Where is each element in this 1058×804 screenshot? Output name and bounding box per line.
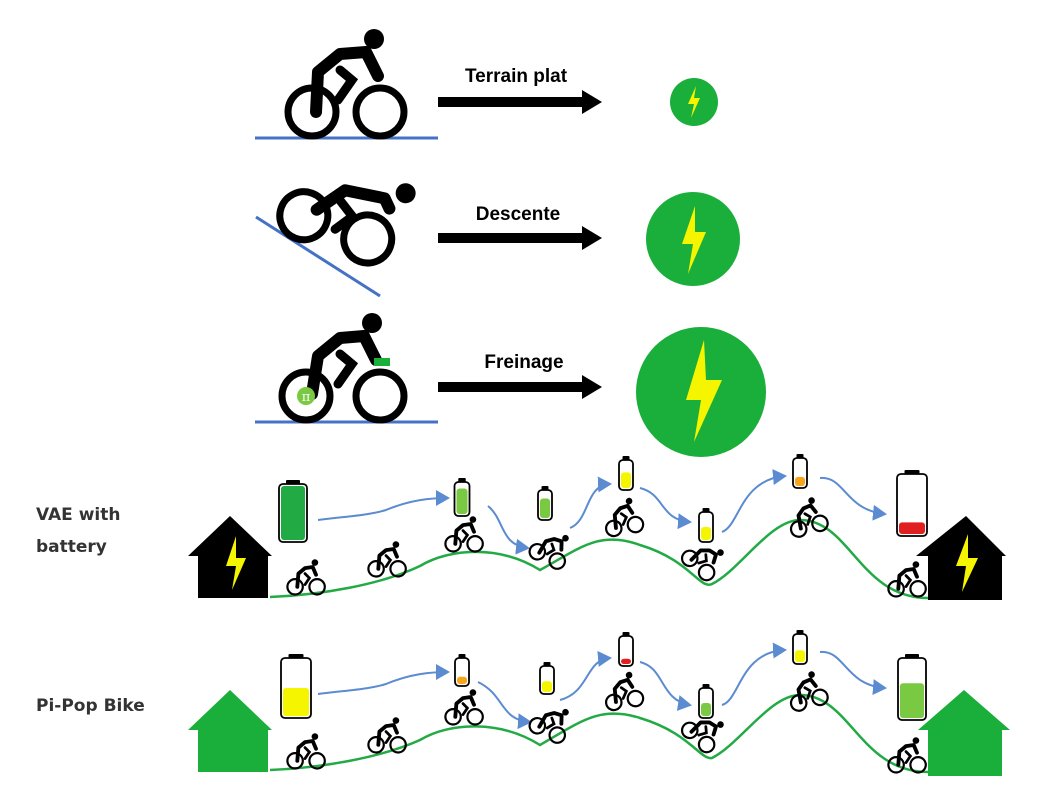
cyclist-icon [286, 733, 326, 770]
house-icon [188, 516, 272, 598]
house-icon [918, 690, 1010, 776]
energy-badge-medium [646, 192, 740, 286]
arrow-shaft [438, 97, 583, 107]
lightning-bolt-icon [682, 206, 706, 274]
battery-icon [792, 454, 808, 489]
cyclist-icon [276, 183, 416, 267]
scenario-pipop: Pi-Pop Bike [36, 630, 1010, 776]
cyclist-icon: π [278, 313, 408, 424]
battery-icon [897, 654, 927, 721]
battery-icon [698, 508, 714, 543]
mode-braking: π Freinage [255, 313, 766, 457]
cyclist-icon [789, 497, 829, 538]
scenario-label-line2: battery [36, 537, 107, 557]
terrain-profile [269, 693, 929, 774]
rider-row [286, 497, 927, 598]
scenario-label-line1: Pi-Pop Bike [36, 696, 145, 716]
battery-icon [896, 470, 928, 537]
cyclist-icon [680, 720, 724, 754]
rider-row [286, 671, 927, 774]
arrow-head [582, 90, 602, 114]
battery-icon [454, 654, 470, 687]
cyclist-icon [604, 671, 645, 712]
battery-icon [278, 480, 308, 543]
mode-label-flat: Terrain plat [465, 66, 568, 87]
cyclist-icon [444, 689, 484, 726]
lightning-bolt-icon [956, 534, 978, 592]
arrow-head [582, 226, 602, 250]
battery-arrows [317, 469, 887, 555]
cyclist-icon [789, 671, 829, 712]
cyclist-icon [367, 717, 407, 754]
scenario-label-line1: VAE with [36, 505, 120, 525]
cyclist-icon [286, 559, 326, 596]
battery-arrows [317, 642, 887, 730]
pi-symbol: π [302, 390, 311, 405]
battery-row [280, 630, 927, 721]
mode-label-descent: Descente [476, 204, 561, 225]
mode-label-braking: Freinage [484, 352, 563, 373]
mode-flat: Terrain plat [255, 29, 718, 140]
battery-icon [618, 632, 634, 667]
cyclist-icon [284, 29, 408, 140]
cyclist-icon [887, 737, 927, 774]
battery-icon [453, 478, 471, 517]
battery-icon [698, 684, 714, 719]
house-icon [916, 516, 1006, 600]
cyclist-icon [444, 516, 484, 553]
cyclist-icon [604, 497, 645, 538]
terrain-profile [269, 518, 929, 600]
slope-line [255, 215, 381, 298]
cyclist-icon [887, 561, 927, 598]
mode-descent: Descente [255, 183, 740, 298]
lightning-bolt-icon [226, 536, 246, 590]
battery-icon [792, 630, 808, 665]
house-icon [188, 690, 272, 772]
cyclist-icon [528, 708, 569, 744]
lightning-bolt-icon [686, 340, 722, 442]
arrow-head [582, 375, 602, 399]
arrow-shaft [438, 382, 583, 392]
cyclist-icon [680, 548, 724, 582]
cyclist-icon [367, 541, 407, 578]
cyclist-icon [528, 534, 569, 570]
battery-row [278, 454, 928, 543]
scenario-vae: VAE with battery [36, 454, 1006, 600]
energy-badge-small [670, 78, 718, 126]
battery-icon [280, 654, 312, 719]
battery-icon [537, 486, 553, 521]
pi-hub-badge [297, 387, 315, 405]
energy-badge-large [636, 327, 766, 457]
battery-icon [618, 456, 634, 491]
arrow-shaft [438, 233, 583, 243]
lightning-bolt-icon [688, 86, 700, 118]
battery-icon [539, 662, 555, 695]
